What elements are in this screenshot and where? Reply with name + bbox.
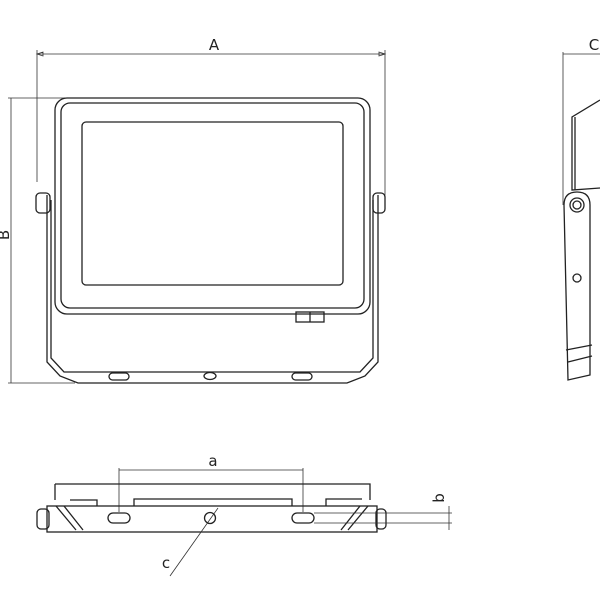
side-bracket xyxy=(563,191,591,381)
left-knob xyxy=(35,192,51,214)
bottom-hole xyxy=(203,511,217,525)
mount-slot-right xyxy=(291,372,313,381)
front-view: A B xyxy=(0,36,387,384)
housing-inner xyxy=(60,102,365,309)
dimension-b: b xyxy=(314,493,452,530)
bottom-knob-left xyxy=(36,508,50,530)
mount-hole-center xyxy=(203,371,217,381)
label-a: a xyxy=(208,452,217,470)
side-view: C xyxy=(562,36,600,381)
bottom-body xyxy=(46,505,378,533)
label-C: C xyxy=(589,36,599,54)
bottom-slot-right xyxy=(291,512,315,524)
label-c: c xyxy=(162,554,170,572)
bottom-view: a b c xyxy=(36,452,452,577)
dimension-a: a xyxy=(118,452,304,512)
right-knob xyxy=(372,192,386,214)
bottom-knob-right xyxy=(375,508,387,530)
mount-slot-left xyxy=(108,372,130,381)
bottom-slot-left xyxy=(107,512,131,524)
dimension-A: A xyxy=(35,36,387,195)
lens-panel xyxy=(81,121,344,286)
housing-outer xyxy=(54,97,371,315)
label-b: b xyxy=(430,493,448,503)
mounting-bracket xyxy=(46,195,379,384)
dimension-B: B xyxy=(0,97,75,384)
dimension-c: c xyxy=(162,507,219,577)
label-A: A xyxy=(209,36,220,54)
label-B: B xyxy=(0,230,13,240)
